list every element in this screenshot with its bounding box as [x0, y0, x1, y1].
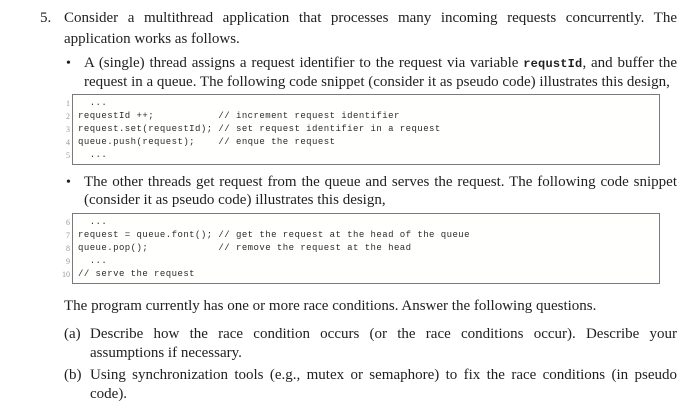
bullet-icon: • — [66, 175, 71, 190]
line-number: 9 — [66, 257, 70, 266]
question-5: 5. Consider a multithread application th… — [40, 8, 677, 404]
bullet-item-consumer: • The other threads get request from the… — [64, 174, 677, 209]
code-line: 2 requestId ++; // increment request ide… — [66, 110, 655, 123]
subquestion-a: (a) Describe how the race condition occu… — [64, 325, 677, 363]
code-text: queue.push(request); // enque the reques… — [78, 137, 336, 147]
code-line: 4 queue.push(request); // enque the requ… — [66, 136, 655, 149]
code-line: 1 ... — [66, 97, 655, 110]
code-text: ... — [78, 98, 108, 108]
code-line: 9 ... — [66, 255, 655, 268]
code-line: 5 ... — [66, 149, 655, 162]
code-line: 8 queue.pop(); // remove the request at … — [66, 242, 655, 255]
code-line: 10 // serve the request — [62, 268, 655, 281]
code-line: 3 request.set(requestId); // set request… — [66, 123, 655, 136]
code-block-consumer: 6 ... 7 request = queue.font(); // get t… — [62, 213, 660, 284]
subquestion-b-label: (b) — [64, 367, 82, 383]
code-block-producer: 1 ... 2 requestId ++; // increment reque… — [66, 94, 660, 165]
bullet-item-producer: • A (single) thread assigns a request id… — [64, 55, 677, 91]
bullet2-text: The other threads get request from the q… — [84, 174, 677, 208]
line-number: 2 — [66, 112, 70, 121]
subquestion-b: (b) Using synchronization tools (e.g., m… — [64, 366, 677, 404]
question-number: 5. — [40, 10, 52, 26]
inline-code-requstid: requstId — [523, 57, 583, 71]
code-text: queue.pop(); // remove the request at th… — [78, 243, 412, 253]
code-line: 7 request = queue.font(); // get the req… — [66, 229, 655, 242]
line-number: 4 — [66, 138, 70, 147]
subquestion-a-text: Describe how the race condition occurs (… — [90, 326, 677, 361]
code-text: request = queue.font(); // get the reque… — [78, 230, 471, 240]
code-text: ... — [78, 217, 108, 227]
closing-paragraph: The program currently has one or more ra… — [64, 298, 597, 314]
question-intro: Consider a multithread application that … — [64, 10, 677, 47]
code-line: 6 ... — [66, 216, 655, 229]
code-text: request.set(requestId); // set request i… — [78, 124, 441, 134]
code-text: ... — [78, 150, 108, 160]
bullet1-text: A (single) thread assigns a request iden… — [84, 55, 677, 91]
line-number: 7 — [66, 231, 70, 240]
subquestion-b-text: Using synchronization tools (e.g., mutex… — [90, 367, 677, 402]
line-number: 1 — [66, 99, 70, 108]
line-number: 8 — [66, 244, 70, 253]
line-number: 5 — [66, 151, 70, 160]
code-text: ... — [78, 256, 108, 266]
bullet-icon: • — [66, 56, 71, 71]
bullet1-text-before: A (single) thread assigns a request iden… — [84, 55, 524, 71]
subquestion-a-label: (a) — [64, 326, 81, 342]
line-number: 10 — [62, 270, 70, 279]
bullet1-text-after: , and buffer the request in a queue. The… — [84, 55, 678, 90]
code-text: requestId ++; // increment request ident… — [78, 111, 400, 121]
line-number: 3 — [66, 125, 70, 134]
code-text: // serve the request — [78, 269, 196, 279]
question-body: Consider a multithread application that … — [62, 8, 677, 404]
line-number: 6 — [66, 218, 70, 227]
